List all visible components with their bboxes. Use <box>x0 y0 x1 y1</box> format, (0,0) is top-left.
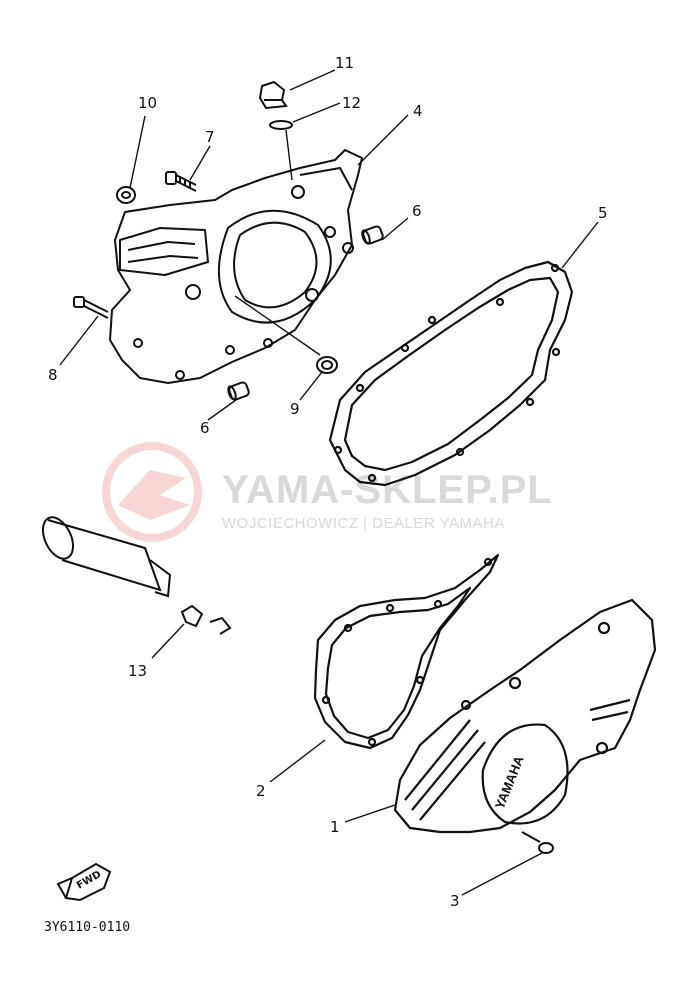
callout-9: 9 <box>290 400 300 418</box>
dowel-pin-6-upper-part <box>361 225 384 245</box>
watermark-subtitle: WOJCIECHOWICZ | DEALER YAMAHA <box>222 515 505 532</box>
o-ring-part <box>269 120 293 130</box>
watermark: YAMA-SKLEP.PL WOJCIECHOWICZ | DEALER YAM… <box>102 442 553 542</box>
clutch-cover-part: YAMAHA <box>393 598 657 834</box>
callout-3: 3 <box>450 892 460 910</box>
callout-6-upper: 6 <box>412 202 422 220</box>
bolt-7-part <box>165 171 197 192</box>
watermark-title: YAMA-SKLEP.PL <box>222 468 553 512</box>
dowel-pin-6-lower-part <box>227 381 250 401</box>
callout-11: 11 <box>335 54 354 72</box>
oil-seal-9-part <box>316 356 338 374</box>
part-code: 3Y6110-0110 <box>44 920 130 935</box>
callouts: 11 12 4 10 7 6 5 8 6 9 13 2 1 3 <box>48 54 608 910</box>
watermark-logo-icon <box>102 442 202 542</box>
fwd-arrow-icon: FWD <box>56 862 112 902</box>
ignition-coil-part <box>41 516 232 635</box>
callout-4: 4 <box>413 102 423 120</box>
callout-8: 8 <box>48 366 58 384</box>
leader-lines <box>59 69 599 896</box>
cover-brand-label: YAMAHA <box>492 753 527 811</box>
callout-12: 12 <box>342 94 361 112</box>
clutch-cover-gasket-part <box>313 553 500 750</box>
screw-3-part <box>521 831 554 854</box>
callout-13: 13 <box>128 662 147 680</box>
oil-seal-10-part <box>116 186 136 204</box>
callout-6-lower: 6 <box>200 419 210 437</box>
oil-filler-plug-part <box>258 80 288 110</box>
crankcase-cover-part <box>109 149 363 384</box>
cover-gasket-part <box>328 260 574 487</box>
callout-7: 7 <box>205 128 215 146</box>
callout-10: 10 <box>138 94 157 112</box>
callout-2: 2 <box>256 782 266 800</box>
callout-5: 5 <box>598 204 608 222</box>
callout-1: 1 <box>330 818 340 836</box>
bolt-8-part <box>73 296 109 319</box>
